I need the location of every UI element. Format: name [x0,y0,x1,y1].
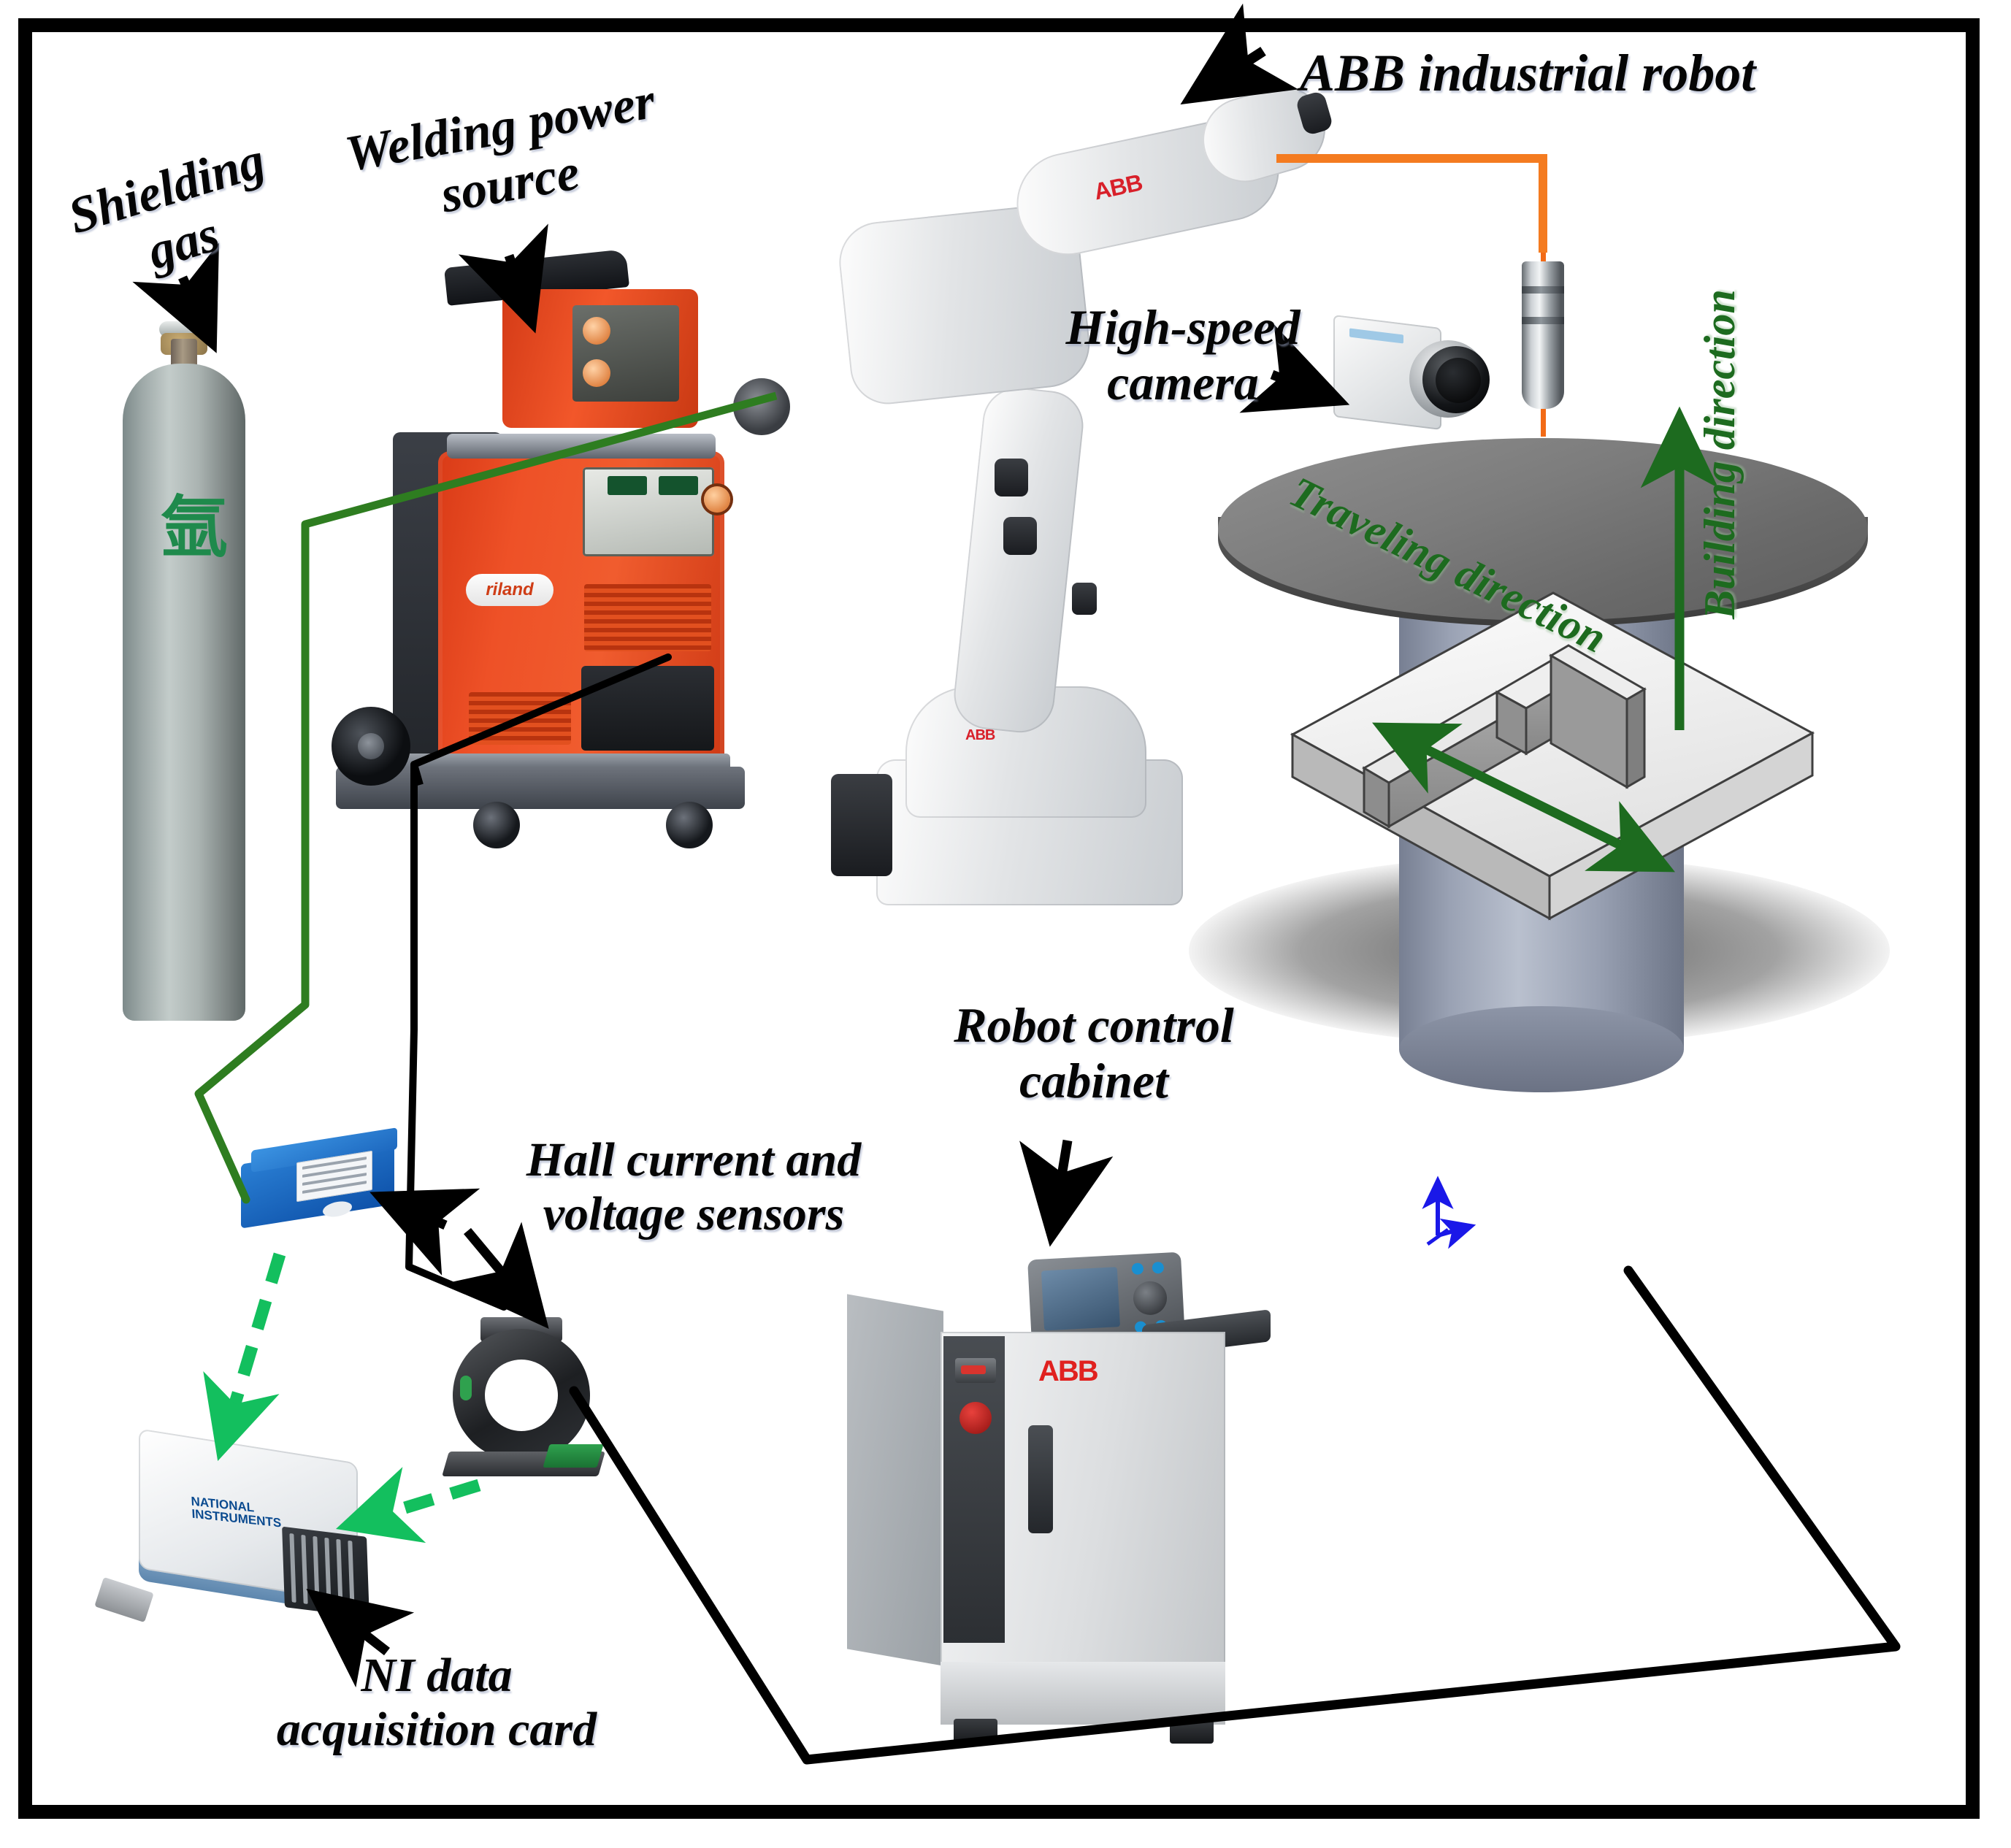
label-ni-daq-card-line2: acquisition card [276,1702,597,1756]
cabinet-foot-right [1170,1719,1214,1744]
label-robot-control-cabinet: Robot control cabinet [919,997,1269,1108]
label-building-direction: Building direction [1696,289,1744,619]
label-hall-sensors: Hall current and voltage sensors [467,1133,920,1241]
cart-large-wheel [332,707,410,786]
table-disc-top [1218,438,1868,621]
cabinet-main-switch[interactable] [955,1358,996,1383]
label-ni-daq-card: NI data acquisition card [196,1649,678,1757]
table-pedestal [1399,605,1684,1050]
cabinet-foot-left [954,1719,997,1744]
torch-ring-lower [1522,317,1564,324]
cylinder-body [123,364,245,1021]
cabinet-logo: ABB [1038,1355,1099,1387]
power-source-display-left [608,476,647,495]
cart-caster-right [666,802,713,848]
abb-industrial-robot: ABB ABB [796,76,1336,920]
robot-arm-port-2 [1003,517,1037,555]
hall-voltage-sensor [241,1127,409,1234]
power-source-display-right [659,476,698,495]
label-high-speed-camera-line1: High-speed [1065,299,1301,355]
cart-caster-left [473,802,520,848]
power-source-vent-upper [584,584,711,651]
cabinet-side-panel [847,1294,943,1666]
camera-lens-glass [1436,358,1481,403]
label-ni-daq-card-line1: NI data [361,1649,513,1702]
label-robot-control-cabinet-line2: cabinet [1019,1053,1168,1109]
torch-ring-upper [1522,286,1564,294]
pendant-screen [1041,1267,1121,1331]
pendant-button-2[interactable] [1152,1261,1165,1274]
pendant-button-1[interactable] [1131,1262,1144,1276]
label-abb-industrial-robot: ABB industrial robot [1300,44,1756,102]
power-source-vent-lower [469,692,571,745]
cylinder-marking: 氩 [161,488,229,567]
robot-base-cover [831,774,892,876]
label-hall-sensors-line1: Hall current and [526,1133,862,1186]
wire-feeder-knob-1[interactable] [583,317,610,345]
current-sensor-aperture [485,1360,558,1431]
label-hall-sensors-line2: voltage sensors [543,1186,845,1241]
wire-feeder-body [502,289,790,435]
daq-terminal-strip [282,1526,369,1618]
hall-current-sensor [442,1317,609,1482]
wire-reel [733,378,790,435]
power-source-knob[interactable] [704,486,730,513]
robot-lower-arm [950,384,1087,736]
table-pedestal-base [1399,1006,1684,1092]
label-robot-control-cabinet-line1: Robot control [954,997,1234,1053]
torch-nozzle [1522,261,1564,409]
welding-torch [1522,237,1573,444]
label-high-speed-camera: High-speed camera [1022,299,1344,410]
gas-cylinder: 氩 [123,314,254,1030]
cabinet-door-handle[interactable] [1028,1425,1053,1533]
power-source-brand: riland [466,574,553,606]
high-speed-camera [1333,314,1501,445]
label-high-speed-camera-line2: camera [1107,355,1259,411]
pendant-joystick[interactable] [1132,1280,1168,1316]
power-source-control-panel [583,467,730,556]
wire-feeder-knob-2[interactable] [583,359,610,387]
power-source-lower-bay [581,666,714,751]
robot-logo-base: ABB [965,727,995,743]
robot-arm-port-3 [1072,583,1097,615]
wire-feeder-panel [572,305,679,402]
welding-power-source: riland [332,249,790,869]
robot-arm-port-1 [995,459,1028,496]
emergency-stop-button[interactable] [959,1402,992,1434]
ni-data-acquisition-card: NATIONAL INSTRUMENTS [94,1428,380,1643]
cabinet-plinth [941,1662,1225,1725]
current-sensor-marker [460,1376,472,1400]
power-source-body: riland [438,434,730,765]
robot-control-cabinet: ABB [847,1251,1300,1767]
current-sensor-terminals [543,1444,604,1468]
